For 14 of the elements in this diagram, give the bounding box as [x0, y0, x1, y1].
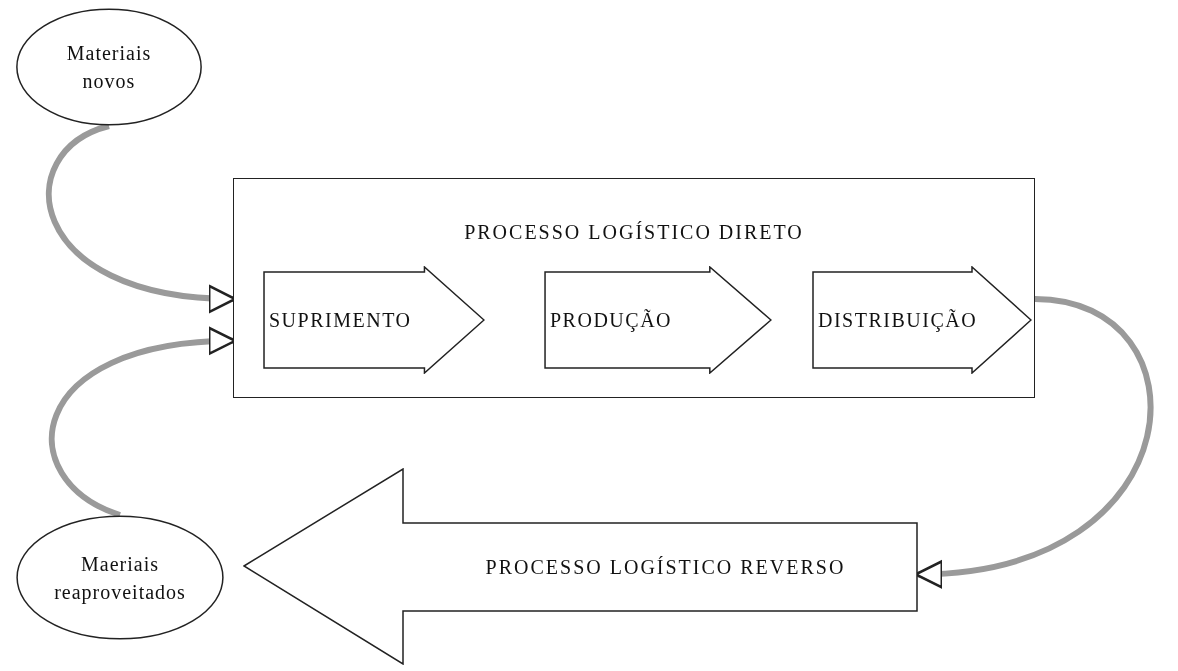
oval-node: [15, 515, 225, 640]
node-label: PROCESSO LOGÍSTICO REVERSO: [485, 554, 846, 580]
process-frame: [233, 178, 1035, 398]
oval-node: [15, 8, 203, 126]
node-label: Materiais novos: [65, 41, 153, 94]
block-arrow-node: [263, 266, 485, 374]
node-label: DISTRIBUIÇÃO: [818, 308, 978, 334]
block-arrow-node: [544, 266, 772, 374]
node-label: PROCESSO LOGÍSTICO DIRETO: [464, 220, 804, 245]
node-label: Maeriais reaproveitados: [53, 551, 187, 606]
block-arrow-node: [812, 266, 1032, 374]
node-label: SUPRIMENTO: [269, 308, 412, 333]
block-arrow-node: [243, 468, 918, 665]
node-label: PRODUÇÃO: [550, 308, 673, 334]
